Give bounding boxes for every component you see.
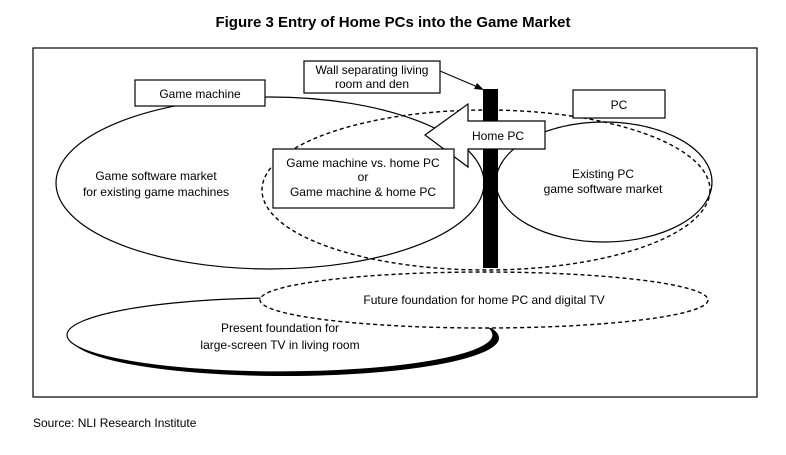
overlap-label-2: or — [358, 170, 369, 184]
game-software-market-label-2: for existing game machines — [83, 185, 229, 199]
pc-box — [572, 89, 666, 119]
figure-title: Figure 3 Entry of Home PCs into the Game… — [215, 14, 570, 31]
outer-frame — [32, 47, 758, 398]
future-foundation-label: Future foundation for home PC and digita… — [363, 293, 604, 307]
source-note: Source: NLI Research Institute — [33, 416, 197, 430]
game-machine-box — [134, 79, 266, 107]
game-software-market-label-1: Game software market — [95, 169, 217, 183]
overlap-label-3: Game machine & home PC — [290, 185, 436, 199]
wall-label-2: room and den — [335, 77, 409, 91]
present-foundation-label-2: large-screen TV in living room — [200, 338, 359, 352]
wall-label-box — [303, 60, 441, 94]
pc-label: PC — [611, 98, 628, 112]
wall-bar — [483, 89, 498, 268]
game-machine-label: Game machine — [159, 87, 241, 101]
existing-pc-label-1: Existing PC — [572, 167, 634, 181]
wall-pointer-line — [439, 70, 481, 89]
wall-label-1: Wall separating living — [316, 63, 429, 77]
present-foundation-label-1: Present foundation for — [221, 321, 339, 335]
home-pc-arrow — [423, 102, 546, 169]
existing-pc-label-2: game software market — [544, 182, 663, 196]
overlap-label-1: Game machine vs. home PC — [286, 156, 440, 170]
future-foundation-ellipse — [259, 271, 709, 329]
home-pc-label: Home PC — [472, 129, 524, 143]
wall-pointer-arrowhead — [474, 83, 484, 90]
overlap-box — [272, 148, 455, 209]
